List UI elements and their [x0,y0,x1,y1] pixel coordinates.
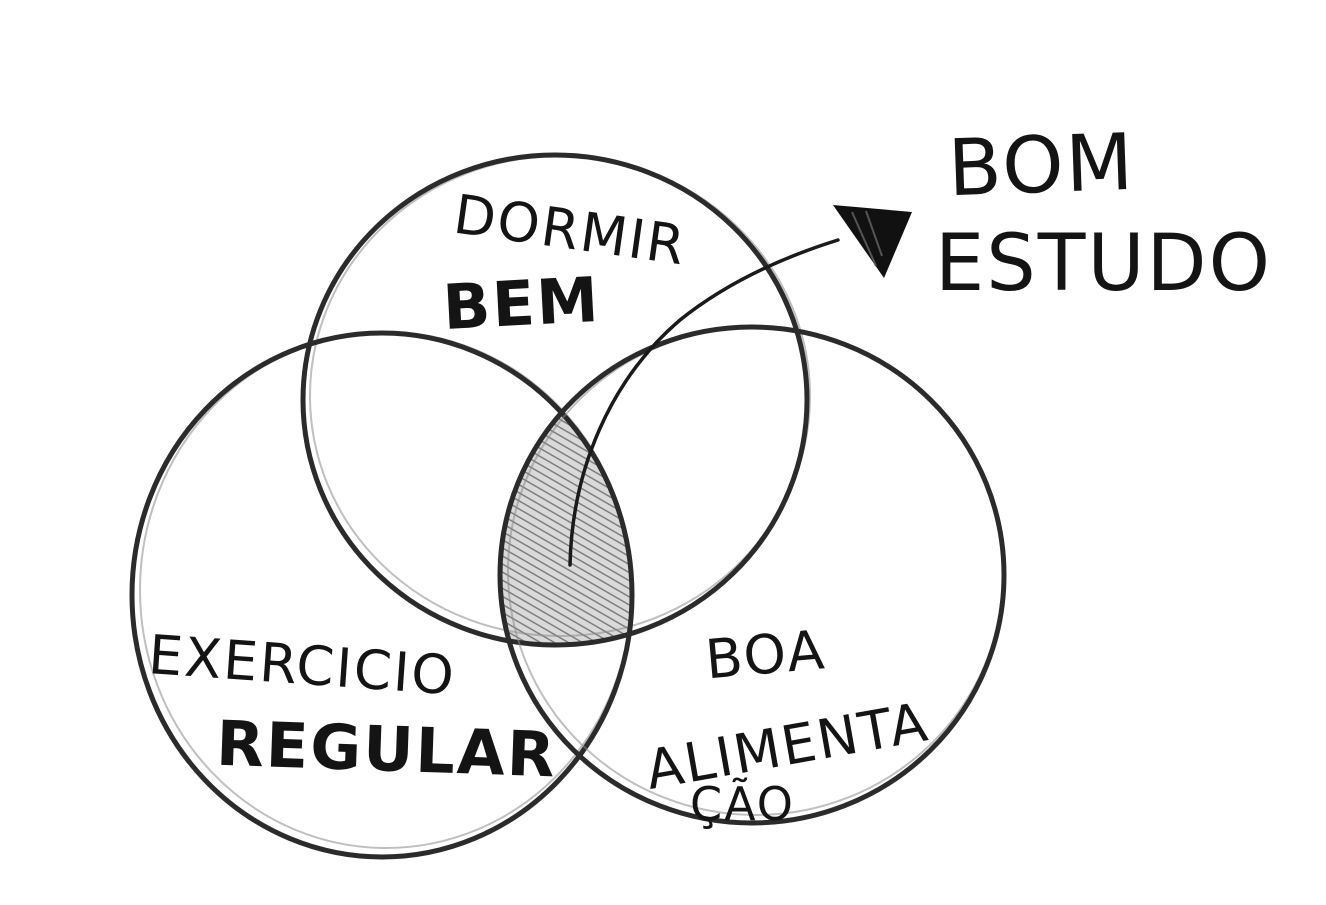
set-label-bem: BEM [441,263,602,344]
set-label-exercicio: EXERCICIO [146,623,457,707]
intersection-label-estudo: ESTUDO [935,219,1272,309]
circle-dormir-bem [300,152,811,648]
circle-boa-alimentacao [497,324,1007,826]
pointer-line [568,238,840,567]
circle-exercicio-regular [129,330,635,860]
arrow-triangle-icon [833,205,912,278]
set-label-boa: BOA [703,618,829,691]
intersection-label-bom: BOM [947,118,1137,214]
set-label-regular: REGULAR [215,707,558,792]
set-label-cao: ÇÃO [690,777,795,831]
set-label-dormir: DORMIR [450,183,690,278]
